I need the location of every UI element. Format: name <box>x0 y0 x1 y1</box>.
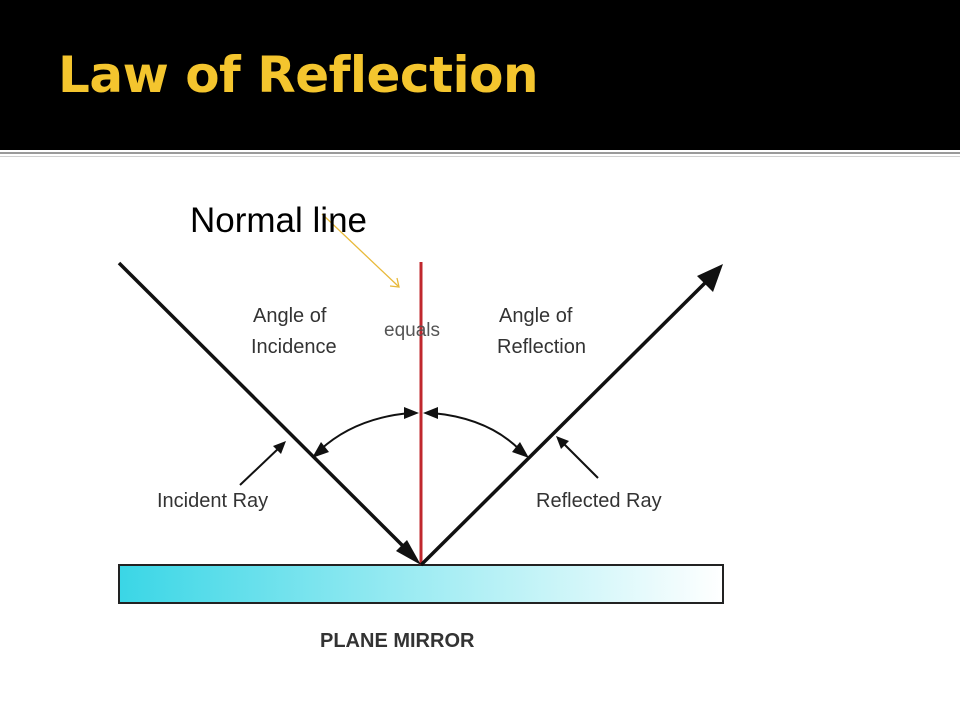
reflected-ray-label: Reflected Ray <box>536 490 662 512</box>
slide-title: Law of Reflection <box>58 46 539 104</box>
incident-ray-arrowhead <box>396 540 421 565</box>
callout-arrow-line <box>321 213 399 287</box>
incident-ray-pointer-head <box>273 441 286 454</box>
angle-reflection-label-1: Angle of <box>499 305 573 327</box>
reflected-ray-arrowhead <box>697 264 723 292</box>
callout-arrow-head <box>389 277 400 288</box>
reflected-ray-line <box>419 276 712 567</box>
incident-ray-pointer <box>239 446 281 486</box>
reflection-arc-arrow-left <box>423 407 438 419</box>
angle-incidence-label-1: Angle of <box>253 305 327 327</box>
normal-line-callout-label: Normal line <box>190 201 367 240</box>
reflected-ray-pointer <box>561 441 599 479</box>
title-divider-thin <box>0 156 960 157</box>
plane-mirror <box>118 564 724 604</box>
equals-label: equals <box>384 320 440 341</box>
angle-reflection-label-2: Reflection <box>497 336 586 358</box>
reflection-arc-arrow-right <box>512 442 529 458</box>
title-divider <box>0 152 960 154</box>
incidence-arc-arrow-left <box>312 442 329 458</box>
title-bar: Law of Reflection <box>0 0 960 150</box>
incidence-arc-arrow-right <box>404 407 419 419</box>
incidence-angle-arc <box>319 412 411 451</box>
plane-mirror-label: PLANE MIRROR <box>320 630 475 652</box>
incident-ray-label: Incident Ray <box>157 490 268 512</box>
reflected-ray-pointer-head <box>556 436 569 449</box>
reflection-angle-arc <box>431 412 521 451</box>
angle-incidence-label-2: Incidence <box>251 336 337 358</box>
incident-ray-line <box>117 261 412 555</box>
